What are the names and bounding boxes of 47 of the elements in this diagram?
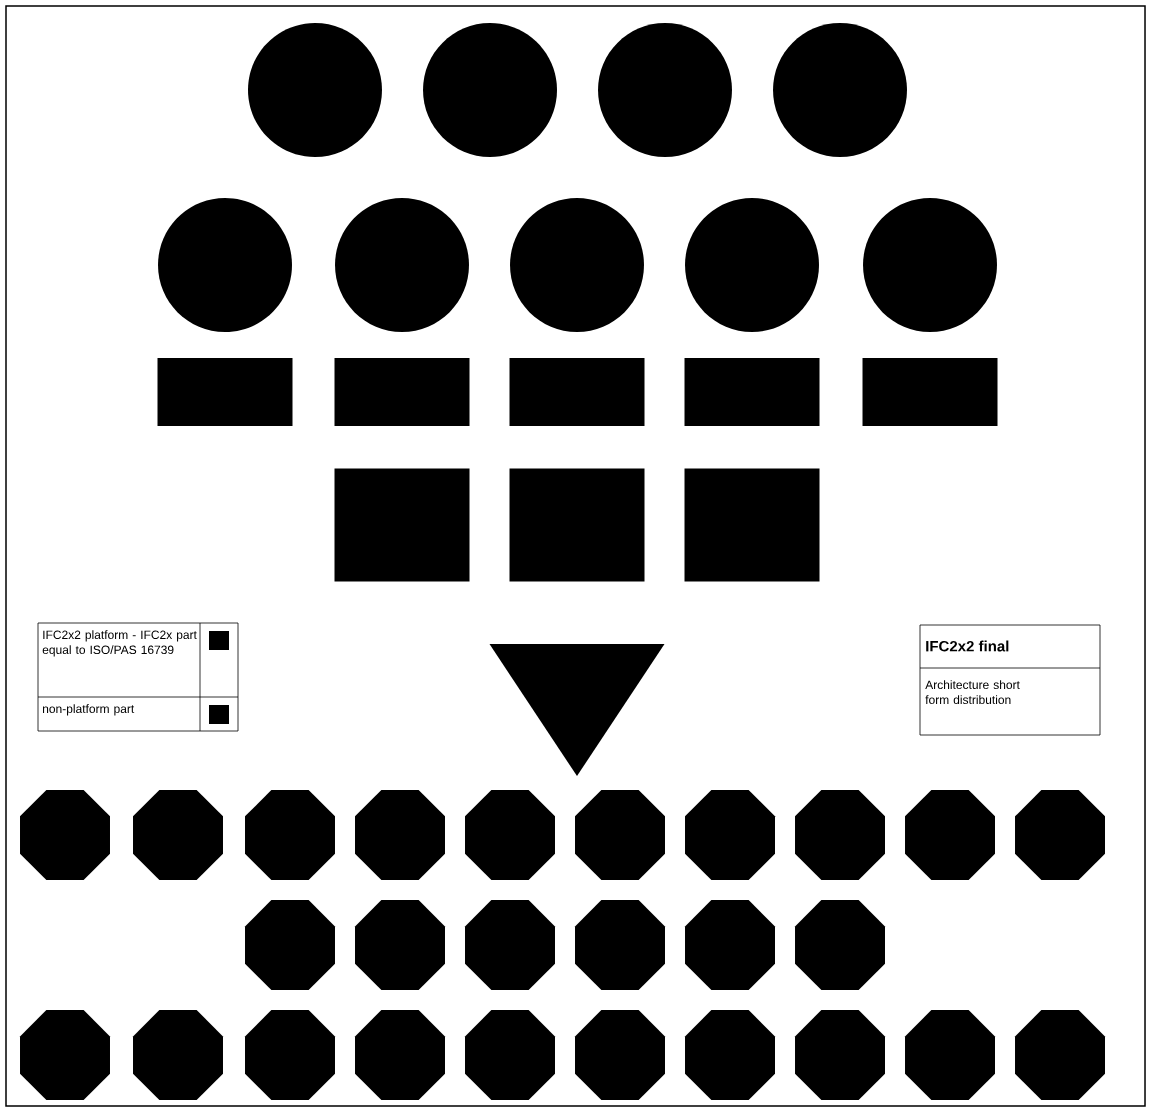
octagon-shape	[795, 790, 885, 880]
octagon-shape	[465, 900, 555, 990]
block-shape	[509, 468, 645, 582]
block-shape	[684, 358, 820, 426]
title-box: IFC2x2 final Architecture short form distribution	[919, 624, 1101, 736]
octagon-shape	[795, 900, 885, 990]
octagon-shape	[355, 900, 445, 990]
octagon-shape	[133, 1010, 223, 1100]
legend-text: IFC2x2 platform - IFC2x part equal to ISO/PAS 16739	[42, 630, 197, 657]
octagon-shape	[133, 790, 223, 880]
circle-shape	[158, 198, 292, 332]
octagon-shape	[685, 900, 775, 990]
circle-shape	[423, 23, 557, 157]
octagon-shape	[245, 1010, 335, 1100]
triangle-shape	[489, 644, 665, 777]
circle-shape	[510, 198, 644, 332]
block-shape	[862, 358, 998, 426]
block-shape	[509, 358, 645, 426]
circle-shape	[773, 23, 907, 157]
octagon-shape	[685, 790, 775, 880]
octagon-shape	[905, 1010, 995, 1100]
octagon-shape	[1015, 790, 1105, 880]
octagon-shape	[1015, 1010, 1105, 1100]
octagon-shape	[575, 790, 665, 880]
octagon-shape	[465, 1010, 555, 1100]
octagon-shape	[245, 790, 335, 880]
octagon-shape	[20, 1010, 110, 1100]
octagon-shape	[905, 790, 995, 880]
circle-shape	[335, 198, 469, 332]
octagon-shape	[685, 1010, 775, 1100]
block-shape	[684, 468, 820, 582]
octagon-shape	[20, 790, 110, 880]
octagon-shape	[795, 1010, 885, 1100]
circle-shape	[863, 198, 997, 332]
legend-text: non-platform part	[43, 704, 135, 716]
octagon-shape	[575, 900, 665, 990]
octagon-shape	[355, 1010, 445, 1100]
octagon-shape	[465, 790, 555, 880]
block-shape	[334, 358, 470, 426]
circle-shape	[598, 23, 732, 157]
octagon-shape	[575, 1010, 665, 1100]
block-shape	[334, 468, 470, 582]
block-shape	[157, 358, 293, 426]
circle-shape	[248, 23, 382, 157]
circle-shape	[685, 198, 819, 332]
octagon-shape	[355, 790, 445, 880]
octagon-shape	[245, 900, 335, 990]
